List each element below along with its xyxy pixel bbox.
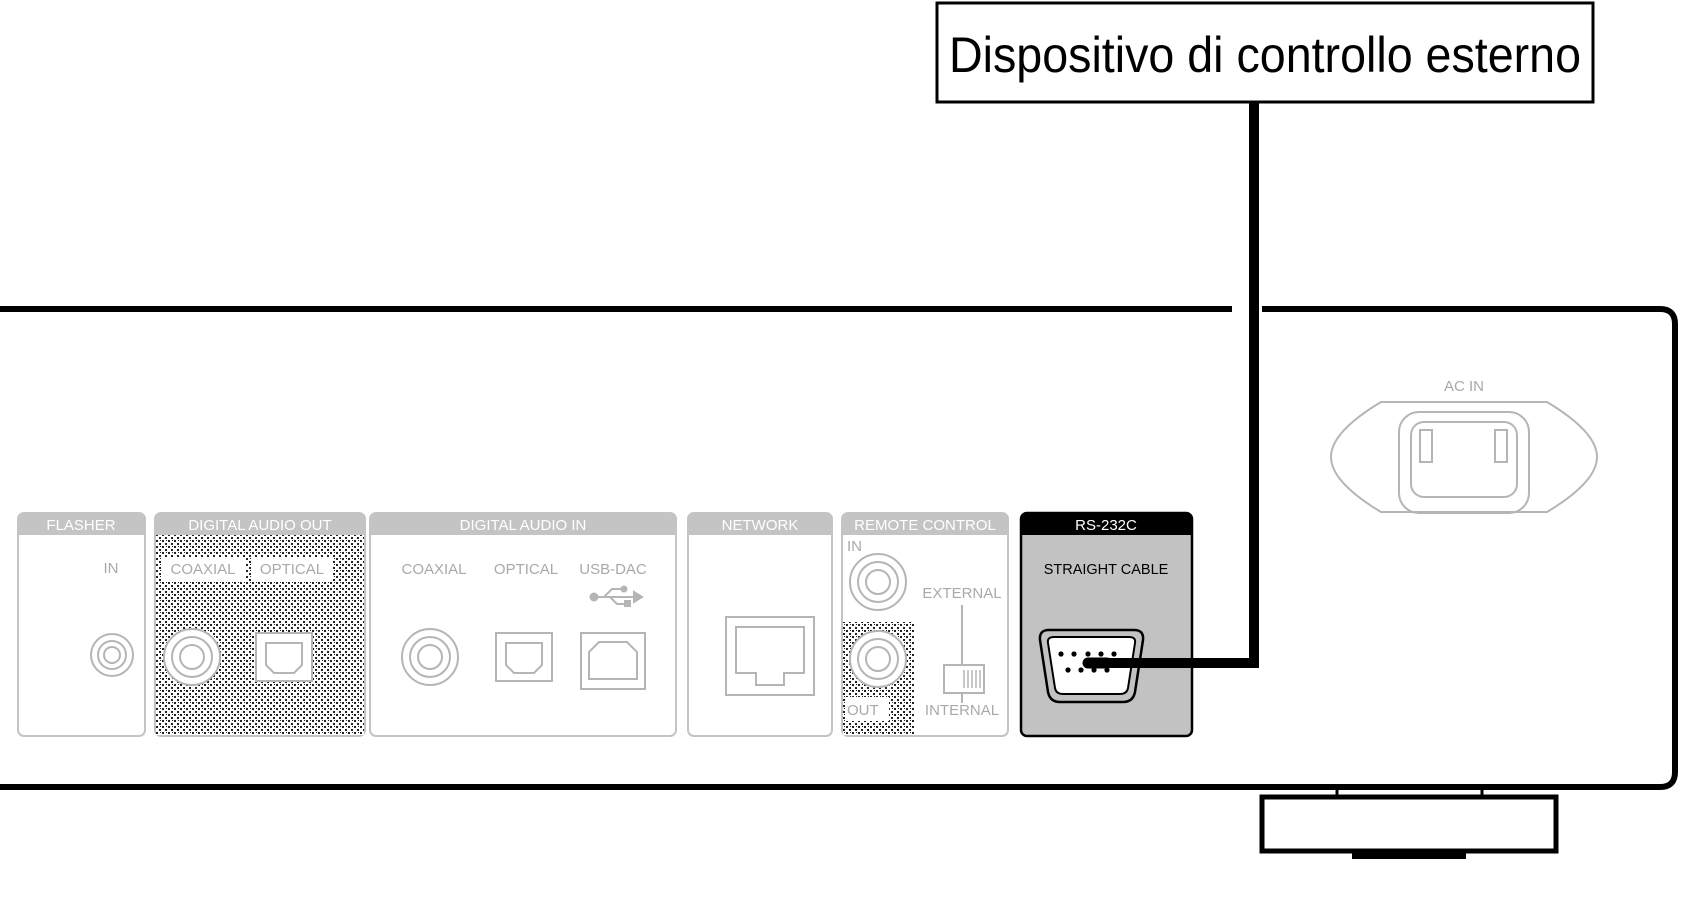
dai-optical-label: OPTICAL: [494, 561, 558, 578]
dao-coaxial-jack: [163, 628, 221, 686]
dai-coaxial-jack: [401, 628, 459, 686]
flasher-in-label: IN: [104, 560, 119, 577]
rc-in-jack: [849, 553, 907, 611]
flasher-jack: [90, 633, 134, 677]
external-device-callout: Dispositivo di controllo esterno: [935, 1, 1595, 104]
rs232c-section: RS-232C STRAIGHT CABLE: [1019, 511, 1194, 738]
rc-external-label: EXTERNAL: [922, 585, 1001, 602]
straight-cable-label: STRAIGHT CABLE: [1044, 562, 1169, 578]
device-foot: [1259, 787, 1559, 859]
rc-in-label: IN: [847, 538, 862, 555]
dao-optical-label: OPTICAL: [260, 561, 324, 578]
dao-optical-jack: [255, 632, 313, 682]
rc-out-jack: [849, 630, 907, 688]
external-device-label: Dispositivo di controllo esterno: [949, 27, 1581, 83]
flasher-title: FLASHER: [46, 517, 115, 534]
ac-in-label: AC IN: [1444, 378, 1484, 395]
rc-out-label: OUT: [847, 702, 879, 719]
network-title: NETWORK: [722, 517, 799, 534]
rc-internal-label: INTERNAL: [925, 702, 999, 719]
digital-audio-out-title: DIGITAL AUDIO OUT: [188, 517, 331, 534]
dai-coaxial-label: COAXIAL: [401, 561, 466, 578]
usb-icon: [589, 585, 644, 607]
ethernet-port: [725, 616, 815, 696]
digital-audio-in-section: DIGITAL AUDIO IN COAXIAL OPTICAL USB-DAC: [369, 512, 677, 737]
ac-in-socket: AC IN: [1329, 378, 1599, 514]
rs232c-cable: [1082, 102, 1259, 669]
device-chassis: [0, 306, 1678, 790]
remote-control-title: REMOTE CONTROL: [854, 517, 996, 534]
network-section: NETWORK: [687, 512, 833, 737]
dai-usb-b-port: [580, 632, 646, 690]
flasher-section: FLASHER IN: [17, 512, 146, 737]
dao-coaxial-label: COAXIAL: [170, 561, 235, 578]
dai-usb-dac-label: USB-DAC: [579, 561, 647, 578]
remote-control-section: REMOTE CONTROL IN OUT EXTERNAL INTERNAL: [841, 512, 1009, 737]
digital-audio-out-section: DIGITAL AUDIO OUT COAXIAL OPTICAL: [154, 512, 366, 737]
dai-optical-jack: [495, 632, 553, 682]
digital-audio-in-title: DIGITAL AUDIO IN: [460, 517, 587, 534]
rc-mode-switch: [943, 605, 985, 703]
rs232c-title: RS-232C: [1075, 517, 1137, 534]
